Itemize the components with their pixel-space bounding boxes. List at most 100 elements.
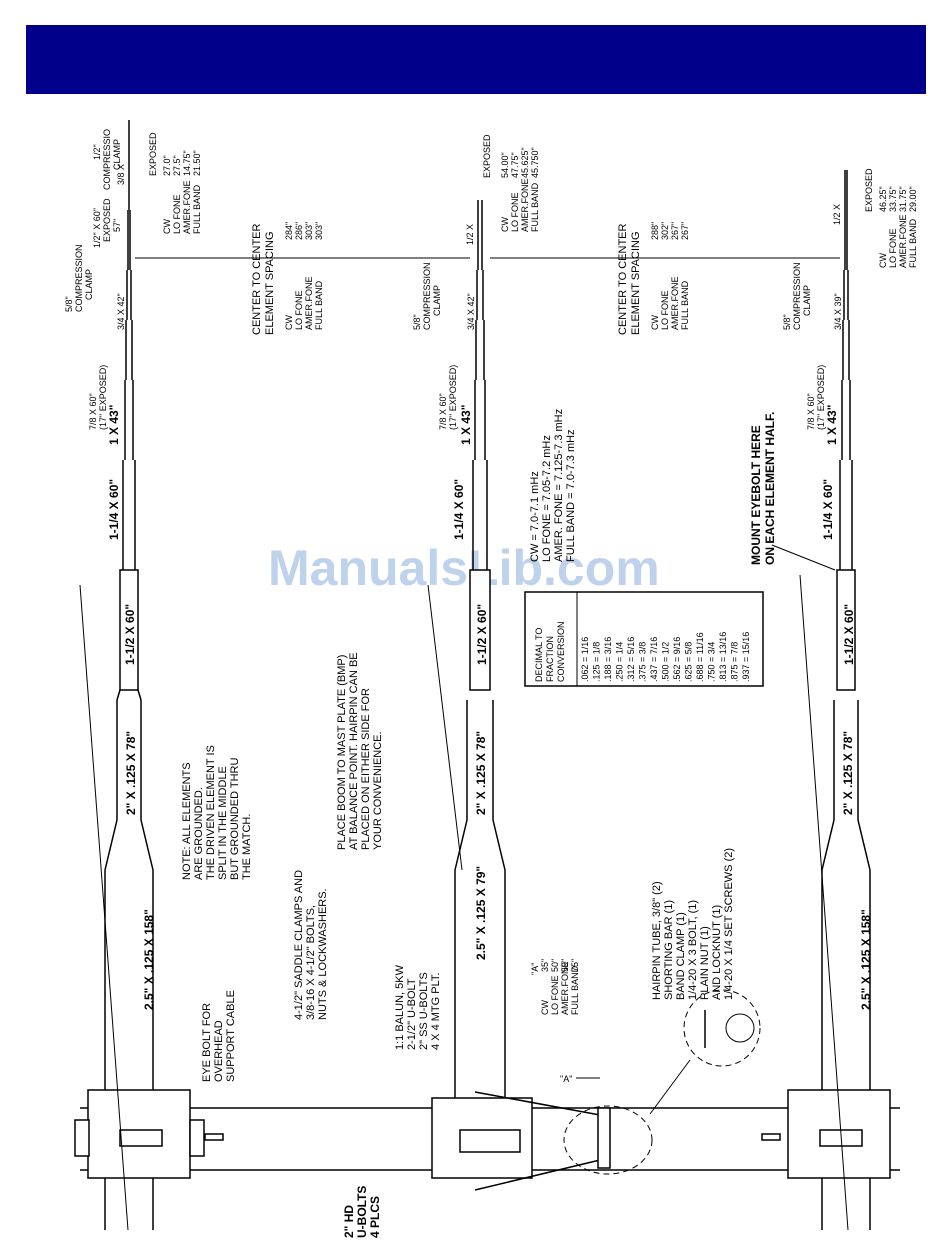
- hairpin-parts-list: HAIRPIN TUBE, 3/8" (2) SHORTING BAR (1) …: [651, 848, 735, 1000]
- left-seg-1-2-2: EXPOSED: [102, 198, 112, 242]
- conversion-row: .937 = 15/16: [741, 632, 751, 682]
- conversion-row: .625 = 5/8: [684, 642, 694, 682]
- spacing-2-title-2: ELEMENT SPACING: [630, 231, 642, 335]
- spacing-block-1: CENTER TO CENTER ELEMENT SPACING CW LO F…: [251, 222, 324, 335]
- center-seg-2: 2" X .125 X 78": [474, 731, 488, 815]
- eye-bolt-note-1: EYE BOLT FOR: [201, 1003, 213, 1082]
- saddle-note: 4-1/2" SADDLE CLAMPS AND 3/8-16 X 4-1/2"…: [293, 870, 329, 1020]
- center-seg-7-8: 7/8 X 60": [438, 393, 448, 430]
- left-clamp-5-8-3: CLAMP: [84, 269, 94, 300]
- left-value-fullband: 21.50": [192, 150, 202, 176]
- eyebolt-note-1: MOUNT EYEBOLT HERE: [749, 425, 763, 565]
- balun-note-3: 2" SS U-BOLTS: [418, 972, 430, 1050]
- right-seg-4: 1-1/4 X 60": [821, 479, 835, 540]
- a-mode-lofone: LO FONE: [550, 975, 560, 1015]
- spacing-1-mode-fullband: FULL BAND: [314, 280, 324, 330]
- spacing-2-title-1: CENTER TO CENTER: [617, 224, 629, 335]
- spacing-2-mode-fullband: FULL BAND: [680, 280, 690, 330]
- band-cw: CW = 7.0-7.1 mHz: [529, 471, 541, 562]
- band-amerfone: AMER. FONE = 7.125-7.3 mHz: [553, 409, 565, 562]
- a-table-header: "A": [530, 963, 540, 975]
- conversion-row: .562 = 9/16: [672, 637, 682, 682]
- right-element: [787, 170, 891, 1231]
- center-element-labels: 2.5" X .125 X 79" 2" X .125 X 78" 1-1/2 …: [412, 134, 540, 960]
- conversion-row: .500 = 1/2: [661, 642, 671, 682]
- conversion-row: .813 = 13/16: [718, 632, 728, 682]
- conversion-table: DECIMAL TO FRACTION CONVERSION .062 = 1/…: [524, 591, 764, 687]
- grounding-note-4: SPLIT IN THE MIDDLE: [217, 766, 229, 880]
- watermark: ManualsLib.com: [268, 540, 660, 596]
- right-seg-7-8-exposed: (17" EXPOSED): [816, 365, 826, 430]
- left-seg-4: 1-1/4 X 60": [107, 479, 121, 540]
- boom-plate-note-3: PLACED ON EITHER SIDE FOR: [360, 688, 372, 850]
- conversion-row: .250 = 1/4: [615, 642, 625, 682]
- conversion-title-1: DECIMAL TO: [534, 628, 544, 682]
- right-mode-fullband: FULL BAND: [908, 218, 918, 268]
- left-clamp-5-8-2: COMPRESSION: [74, 244, 84, 312]
- spacing-1-mode-amerfone: AMER.FONE: [304, 276, 314, 330]
- saddle-note-3: NUTS & LOCKWASHERS.: [317, 888, 329, 1020]
- center-tip: 1/2 X: [465, 224, 475, 245]
- center-value-cw: 54.00": [500, 152, 510, 178]
- hairpin-3: BAND CLAMP (1): [675, 912, 687, 1000]
- left-element: [74, 120, 205, 1231]
- left-seg-1-2-1: 1/2" X 60": [92, 208, 102, 248]
- spacing-1-title-2: ELEMENT SPACING: [264, 231, 276, 335]
- spacing-1-value-fullband: 303": [314, 222, 324, 240]
- ubolts-note-1: 2" HD: [342, 1205, 356, 1238]
- a-value-cw: 35": [540, 959, 550, 972]
- left-seg-7-8-exposed: (17" EXPOSED): [98, 365, 108, 430]
- hairpin-4: 1/4-20 X 3 BOLT, (1): [687, 900, 699, 1000]
- center-seg-3-4: 3/4 X 42": [466, 293, 476, 330]
- left-mode-cw: CW: [162, 219, 172, 234]
- right-value-amerfone: 31.75": [898, 186, 908, 212]
- saddle-note-2: 3/8-16 X 4-1/2" BOLTS,: [305, 905, 317, 1020]
- grounding-note-6: THE MATCH.: [241, 814, 253, 880]
- center-clamp-3: CLAMP: [432, 285, 442, 316]
- center-mode-cw: CW: [500, 217, 510, 232]
- spacing-1-mode-lofone: LO FONE: [294, 290, 304, 330]
- right-seg-3: 1-1/2 X 60": [842, 604, 856, 665]
- left-clamp-1-2-1: 1/2": [92, 144, 102, 160]
- left-exposed-header: EXPOSED: [148, 132, 158, 176]
- spacing-block-2: CENTER TO CENTER ELEMENT SPACING CW LO F…: [617, 222, 690, 335]
- left-seg-5: 1 X 43": [107, 405, 121, 445]
- band-fullband: FULL BAND = 7.0-7.3 mHz: [565, 429, 577, 562]
- right-seg-2: 2" X .125 X 78": [841, 731, 855, 815]
- a-value-fullband: 75": [570, 959, 580, 972]
- spacing-1-value-cw: 284": [284, 222, 294, 240]
- eye-bolt-note-3: SUPPORT CABLE: [225, 990, 237, 1082]
- a-mode-cw: CW: [540, 1000, 550, 1015]
- center-mode-amerfone: AMER.FONE: [520, 178, 530, 232]
- grounding-note-2: ARE GROUNDED.: [193, 787, 205, 880]
- saddle-note-1: 4-1/2" SADDLE CLAMPS AND: [293, 870, 305, 1020]
- center-seg-7-8-exposed: (17" EXPOSED): [448, 365, 458, 430]
- conversion-row: .312 = 5/16: [626, 637, 636, 682]
- center-value-fullband: 45.750": [530, 147, 540, 178]
- center-exposed-header: EXPOSED: [482, 134, 492, 178]
- center-value-amerfone: 45.625": [520, 147, 530, 178]
- balun-note-2: 2-1/2" U-BOLT: [406, 978, 418, 1050]
- balun-note-1: 1:1 BALUN, 5KW: [394, 964, 406, 1050]
- spacing-1-mode-cw: CW: [284, 315, 294, 330]
- spacing-2-value-cw: 288": [650, 222, 660, 240]
- boom-plate-note-2: AT BALANCE POINT. HAIRPIN CAN BE: [348, 652, 360, 850]
- right-seg-5: 1 X 43": [825, 405, 839, 445]
- left-value-amerfone: 14.75": [182, 150, 192, 176]
- right-value-cw: 46.25": [878, 186, 888, 212]
- center-clamp-2: COMPRESSION: [422, 262, 432, 330]
- a-mode-fullband: FULL BAND: [570, 965, 580, 1015]
- conversion-row: .875 = 7/8: [730, 642, 740, 682]
- conversion-row: .188 = 3/16: [603, 637, 613, 682]
- left-element-labels: 2.5" X .125 X 158" 2" X .125 X 78" 1-1/2…: [64, 129, 237, 1082]
- spacing-1-value-lofone: 286": [294, 222, 304, 240]
- right-mode-amerfone: AMER.FONE: [898, 214, 908, 268]
- right-seg-3-4: 3/4 X 39": [833, 293, 843, 330]
- center-mode-lofone: LO FONE: [510, 192, 520, 232]
- center-seg-4: 1-1/4 X 60": [452, 479, 466, 540]
- center-seg-3: 1-1/2 X 60": [475, 604, 489, 665]
- left-tip: 3/8 X: [116, 164, 126, 185]
- right-tip: 1/2 X: [832, 204, 842, 225]
- ubolts-note-2: U-BOLTS: [355, 1186, 369, 1238]
- left-value-cw: 27.0": [162, 155, 172, 176]
